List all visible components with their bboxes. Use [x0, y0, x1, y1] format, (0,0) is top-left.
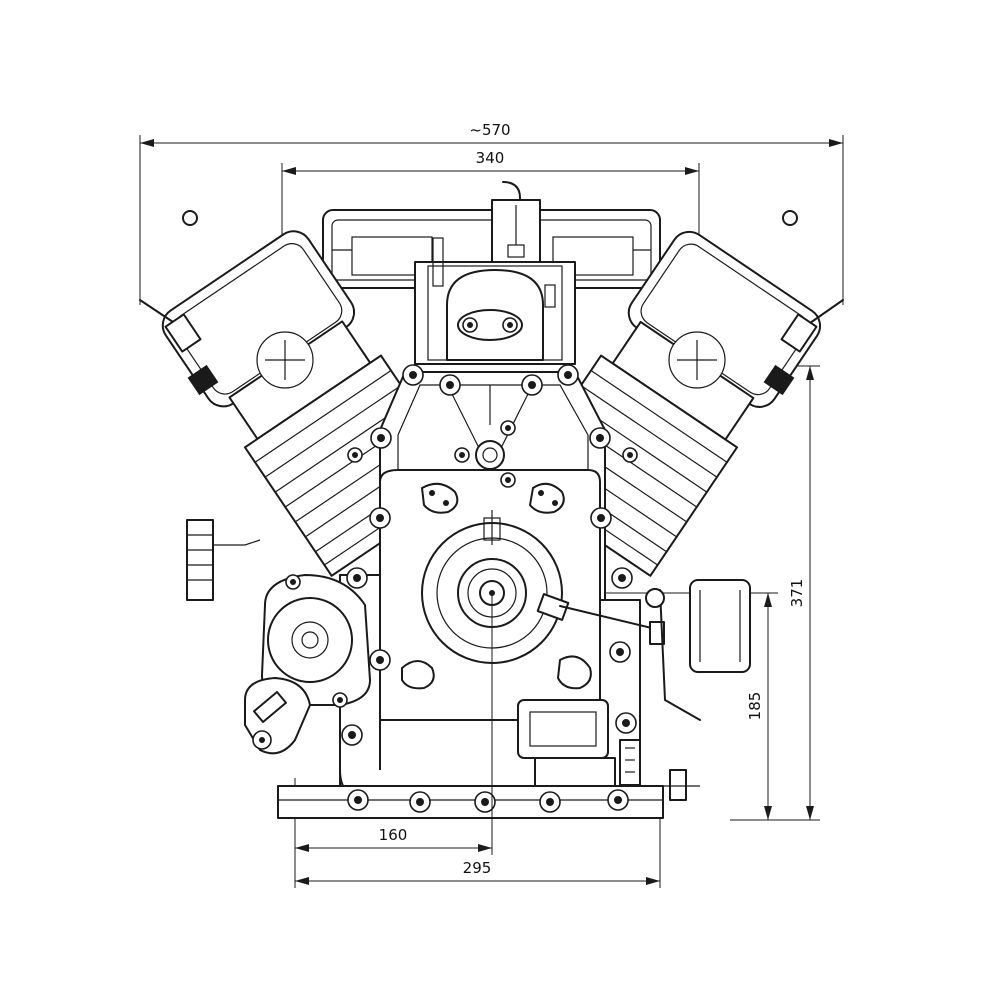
wiring-connector: [186, 519, 261, 601]
carburetor-body: [414, 237, 576, 365]
dimension-overall-width: ~570: [139, 121, 844, 305]
dim-label-base-width: 295: [463, 859, 492, 877]
crankcase-slots: [401, 482, 592, 690]
dim-label-overall-height: 371: [788, 579, 806, 608]
crankshaft-flange: [421, 510, 563, 664]
voltage-regulator: [645, 579, 751, 721]
fuel-line-fitting: [491, 181, 541, 263]
dim-label-shaft-height: 185: [746, 692, 764, 721]
left-cylinder-center-mark: [256, 331, 314, 389]
dim-label-shaft-offset: 160: [379, 826, 408, 844]
engine-base-plate: [277, 785, 664, 819]
right-spark-plug: [763, 210, 844, 396]
drain-bolt: [660, 769, 700, 801]
dim-label-head-width: 340: [476, 149, 505, 167]
oil-filter-housing: [517, 699, 641, 787]
starter-bracket: [244, 677, 311, 755]
right-cylinder-center-mark: [668, 331, 726, 389]
center-boss: [475, 440, 505, 470]
starter-motor: [261, 574, 371, 708]
left-spark-plug: [139, 210, 219, 396]
governor-lever: [536, 593, 665, 645]
dim-label-overall-width: ~570: [469, 121, 510, 139]
